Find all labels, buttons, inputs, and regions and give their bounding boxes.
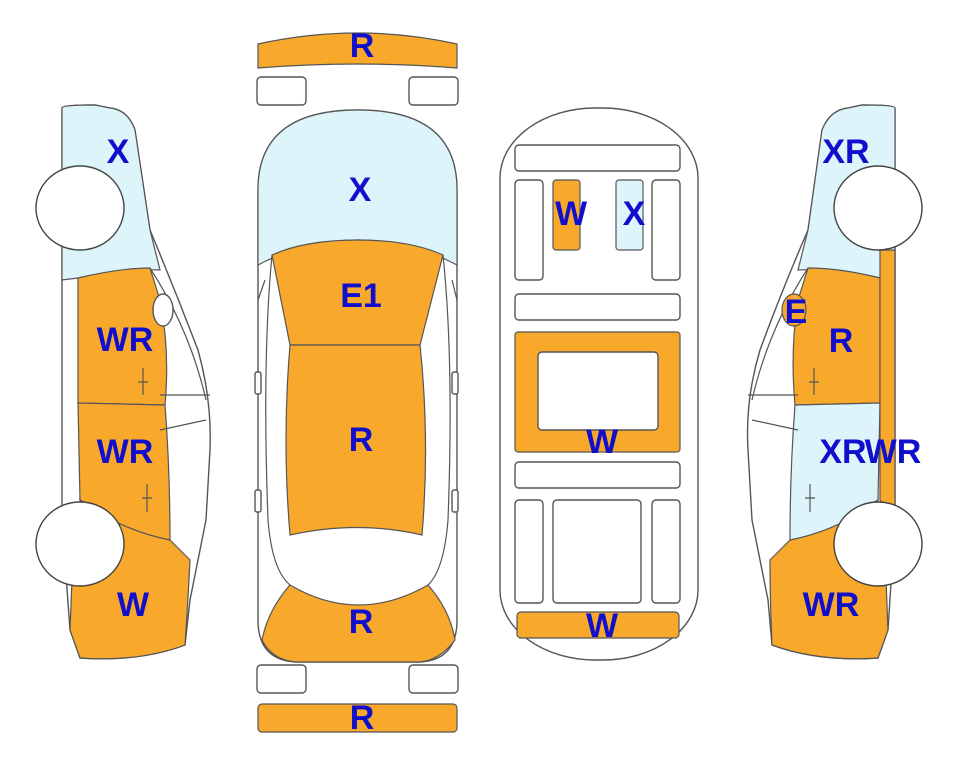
floor-rear-right-rail [651,499,681,604]
right-mirror-panel [781,293,807,327]
floor-front-left-rail [514,179,544,281]
front-left-light [256,76,307,106]
label-floor-rear-panel: W [586,607,619,645]
floor-rear-panel [516,611,680,639]
label-floor-center: W [586,423,619,461]
rear-right-light [408,664,459,694]
right-side-view: XR E R XR WR WR [746,104,923,660]
label-left-front-door: WR [97,321,154,359]
floor-spare-tire-well [552,499,642,604]
top-left-rear-marker [254,489,262,513]
label-right-front-door: R [829,322,854,360]
floor-view: W X W W [499,107,699,661]
rear-left-light [256,664,307,694]
label-trunk: R [349,603,374,641]
left-mirror [152,293,174,327]
top-view: R X E1 R R R [254,27,459,737]
floor-rear-left-rail [514,499,544,604]
floor-rear-crossmember [514,461,681,489]
label-left-rear-door: WR [97,433,154,471]
top-right-mirror [451,371,459,395]
label-front-bumper: R [350,27,375,65]
floor-center-opening [537,351,659,431]
roof-panel [285,344,427,536]
label-roof: R [349,421,374,459]
label-hood: E1 [340,277,382,315]
trunk-panel [261,584,456,663]
top-left-mirror [254,371,262,395]
left-front-wheel [35,165,125,251]
left-side-view: X WR WR W [35,104,211,660]
front-bumper-panel [257,32,458,69]
top-right-pillar-line [427,254,458,586]
right-rear-wheel [833,501,923,587]
left-window-line [149,267,210,431]
floor-left-member-panel [552,179,581,251]
right-rear-pillar-panel [879,249,896,522]
floor-front-crossmember [514,144,681,172]
left-rear-wheel [35,501,125,587]
label-right-rear-pillar: WR [865,433,922,471]
front-right-light [408,76,459,106]
right-rear-handle [805,484,815,512]
label-left-rear-fender: W [117,586,150,624]
label-right-rear-door: XR [819,433,866,471]
label-floor-left-member: W [555,195,588,233]
label-rear-bumper: R [350,699,375,737]
right-front-handle [809,368,819,395]
hood-panel [271,239,444,346]
label-windshield: X [349,171,372,209]
top-left-pillar-line [257,254,291,586]
floor-mid-crossmember [514,293,681,321]
label-left-roof-pillar: X [107,133,130,171]
right-front-wheel [833,165,923,251]
left-front-handle [138,368,148,395]
rear-bumper-panel [257,703,458,733]
label-floor-right-member: X [623,195,646,233]
right-window-line [748,267,809,431]
label-right-rear-fender: WR [803,586,860,624]
left-rear-handle [142,484,152,512]
top-right-rear-marker [451,489,459,513]
label-right-roof-pillar: XR [822,133,869,171]
floor-front-right-rail [651,179,681,281]
label-right-mirror: E [785,293,808,331]
floor-right-member-panel [615,179,644,251]
